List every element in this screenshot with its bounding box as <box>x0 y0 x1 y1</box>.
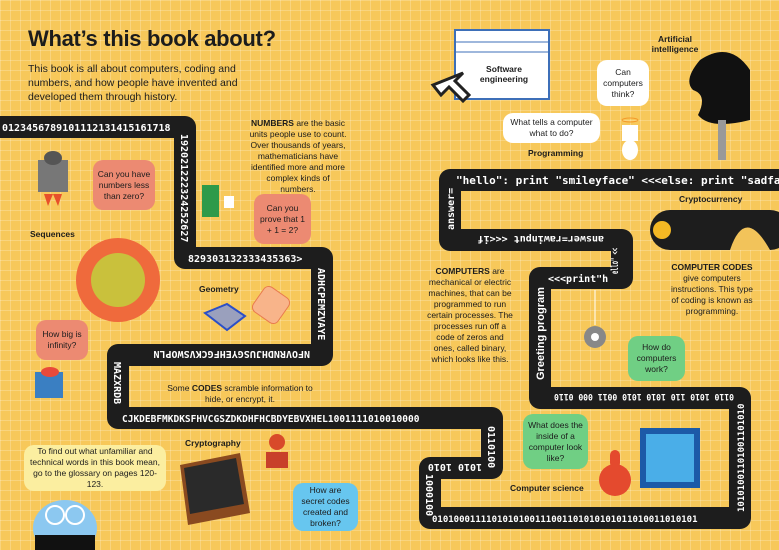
page-title: What’s this book about? <box>28 26 276 51</box>
codes-heading: CODES <box>191 383 223 393</box>
cylinder-illustration <box>251 285 291 325</box>
track-text-program-4: answer= <box>446 188 457 230</box>
red-robot-illustration <box>599 450 631 496</box>
track-text-program-2: ello" << <box>610 248 621 274</box>
numbers-text: are the basic units people use to count.… <box>249 118 347 194</box>
gold-pile <box>730 227 770 250</box>
glossary-bubble: To find out what unfamiliar and technica… <box>24 445 166 491</box>
codes-note: Some CODES scramble information to hide,… <box>165 383 315 405</box>
label-geometry: Geometry <box>199 284 239 294</box>
computers-heading: COMPUTERS <box>435 266 490 276</box>
chess-knight-ai-illustration <box>689 52 750 160</box>
track-text-code-binary: CJKDEBFMKDKSFHVCGSZDKDHFHCBDYEBVXHEL1001… <box>122 414 420 425</box>
track-text-binary: 0110100 <box>485 426 496 468</box>
cpu-chip-illustration <box>640 428 700 488</box>
track-text-numbers: 0123456789101112131415161718 <box>2 123 171 134</box>
track-text-binary-3: 1000100 <box>423 474 434 516</box>
robot-miner-illustration <box>38 151 68 206</box>
robot-cryptographer-illustration <box>266 434 288 468</box>
cube-illustration <box>203 302 247 332</box>
bubble-prove: Can you prove that 1 + 1 = 2? <box>254 194 311 244</box>
circuit-board-illustration <box>202 185 234 217</box>
label-programming: Programming <box>528 148 584 158</box>
label-artificial-intelligence: Artificial intelligence <box>651 34 699 54</box>
track-text-code-2: NFOVRNDHJUSGYEHFGCKVSWOPLN <box>153 348 310 359</box>
track-text-program: <<<print"h <box>548 273 608 285</box>
browser-window-illustration <box>454 29 550 100</box>
track-text-binary-4: 0101000111101010100111001101010101011010… <box>432 515 698 525</box>
bubble-inside: What does the inside of a computer look … <box>523 414 588 469</box>
label-cryptocurrency: Cryptocurrency <box>679 194 743 204</box>
enigma-machine-illustration <box>180 453 250 525</box>
numbers-heading: NUMBERS <box>250 118 294 128</box>
professor-character-illustration <box>33 500 97 550</box>
track-text-binary-2: 1010 1010 <box>428 461 482 472</box>
track-text-numbers-2: 192021222324252627 <box>178 134 189 242</box>
coin-icon <box>653 221 671 239</box>
angel-robot-illustration <box>621 117 639 160</box>
codes-text: scramble information to hide, or encrypt… <box>205 383 313 404</box>
bubble-how-work: How do computers work? <box>628 336 685 381</box>
track-text-code-3: MAZXRDB <box>111 362 122 404</box>
computers-text: are mechanical or electric machines, tha… <box>427 266 513 364</box>
codes-text-pre: Some <box>167 383 192 393</box>
track-text-numbers-3: 829303132333435363> <box>188 254 302 265</box>
track-text-program-5: "hello": print "smileyface" <<<else: pri… <box>456 174 779 187</box>
sunflower-illustration <box>76 238 160 322</box>
spider-illustration <box>584 290 606 348</box>
track-text-greeting: Greeting program <box>535 287 547 380</box>
label-cryptography: Cryptography <box>185 438 241 448</box>
bubble-think: Can computers think? <box>597 60 649 106</box>
label-computer-science: Computer science <box>510 483 584 493</box>
computer-codes-text: give computers instructions. This type o… <box>670 273 754 316</box>
bubble-tells: What tells a computer what to do? <box>503 113 600 143</box>
track-text-program-3: answer=rawinput <<<if <box>478 233 604 245</box>
track-text-binary-5: 10101001101001101010 <box>737 404 747 512</box>
computer-codes-note: COMPUTER CODES give computers instructio… <box>668 262 756 317</box>
robot-infinity-illustration <box>35 367 63 398</box>
track-text-binary-6: 0110 1010 110 1010 1010 0011 000 0110 <box>554 391 734 401</box>
label-sequences: Sequences <box>30 229 75 239</box>
cursor-arrow-icon <box>430 71 472 104</box>
bubble-secret-codes: How are secret codes created and broken? <box>293 483 358 531</box>
track-text-code: ADHCPEMZVAYE <box>315 268 326 340</box>
computers-note: COMPUTERS are mechanical or electric mac… <box>425 266 515 365</box>
intro-text: This book is all about computers, coding… <box>28 63 238 103</box>
numbers-note: NUMBERS are the basic units people use t… <box>248 118 348 195</box>
computer-codes-heading: COMPUTER CODES <box>671 262 753 272</box>
bubble-negative-numbers: Can you have numbers less than zero? <box>93 160 155 210</box>
label-software-engineering: Software engineering <box>479 64 529 84</box>
bubble-infinity: How big is infinity? <box>36 320 88 360</box>
